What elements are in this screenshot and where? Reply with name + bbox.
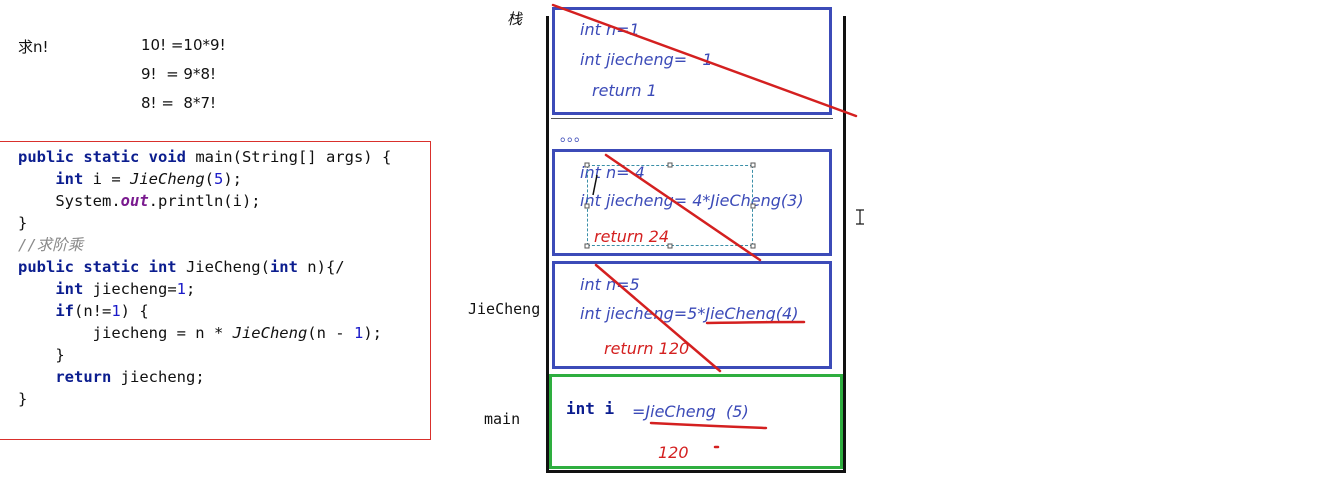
frame-return: return 24: [594, 227, 669, 246]
underline-stroke: [649, 421, 768, 430]
notes-title: 求n!: [18, 38, 49, 56]
code-text: main(String[] args) {: [185, 148, 392, 166]
code-text: System.: [55, 192, 121, 210]
code-line: public static int JieCheng(int n){/: [18, 256, 391, 278]
main-assign: =JieCheng (5): [632, 402, 749, 421]
code-text: ;: [186, 280, 196, 298]
code-line: int i = JieCheng(5);: [18, 168, 391, 190]
selection-handle: [750, 203, 756, 209]
stack-frame-main: [549, 374, 843, 469]
stack-wall-left: [546, 16, 549, 473]
code-line: int jiecheng=1;: [18, 278, 391, 300]
selection-handle: [584, 243, 590, 249]
selection-handle: [750, 243, 756, 249]
code-keyword: int: [55, 170, 84, 188]
code-text: jiecheng=: [83, 280, 177, 298]
frame-var: int jiecheng= 1: [580, 50, 713, 69]
code-method-call: JieCheng: [232, 324, 308, 342]
selection-handle: [667, 243, 673, 249]
code-comment: //求阶乘: [18, 236, 84, 254]
code-line: }: [18, 214, 28, 232]
stack-separator: [551, 118, 833, 119]
frame-return: return 1: [592, 81, 657, 100]
notes-line: 10! =10*9!: [141, 36, 226, 54]
stack-frame-n4: [552, 149, 832, 256]
underline-stroke: [705, 320, 806, 325]
code-text: );: [223, 170, 243, 188]
code-line: }: [18, 346, 65, 364]
frame-call: JieCheng(4): [705, 304, 799, 323]
code-text: ) {: [120, 302, 149, 320]
code-keyword: public static int: [18, 258, 177, 276]
code-box: [0, 141, 431, 440]
stack-wall-right: [843, 16, 846, 473]
code-text: .println(i);: [148, 192, 261, 210]
selection-handle: [584, 203, 590, 209]
code-number: 1: [111, 302, 121, 320]
code-text: n){/: [297, 258, 345, 276]
strike-line: [604, 153, 762, 262]
stack-frame-n1: [552, 7, 832, 115]
code-keyword: public static void: [18, 148, 186, 166]
code-line: }: [18, 390, 28, 408]
code-keyword: int: [269, 258, 298, 276]
code-text: jiecheng = n *: [92, 324, 233, 342]
code-number: 1: [176, 280, 186, 298]
code-text: );: [363, 324, 382, 342]
code-number: 1: [353, 324, 364, 342]
selection-handle: [584, 162, 590, 168]
code-line: jiecheng = n * JieCheng(n - 1);: [18, 322, 391, 344]
text-cursor-icon: [856, 209, 864, 225]
strike-line: [551, 3, 858, 118]
code-text: JieCheng(: [176, 258, 270, 276]
code-line: System.out.println(i);: [18, 190, 391, 212]
code-number: 5: [214, 170, 224, 188]
code-method-call: JieCheng: [130, 170, 205, 188]
selection-handle: [750, 162, 756, 168]
code-line: return jiecheng;: [18, 366, 391, 388]
code-text: i =: [83, 170, 130, 188]
frame-var-text: int jiecheng=5*: [580, 304, 706, 323]
ellipsis-dots: 。。。: [560, 129, 588, 145]
selection-handle: [667, 162, 673, 168]
code-keyword: if: [55, 302, 74, 320]
stack-title: 栈: [507, 10, 523, 28]
code-line: public static void main(String[] args) {: [18, 146, 391, 168]
notes-line: 8! = 8*7!: [141, 94, 217, 112]
label-jiecheng: JieCheng: [468, 300, 541, 318]
code-keyword: int: [55, 280, 84, 298]
stack-frame-n5: [552, 261, 832, 369]
label-main: main: [484, 410, 521, 428]
code-line: if(n!=1) {: [18, 300, 391, 322]
code-listing: public static void main(String[] args) {…: [18, 146, 391, 410]
notes-line: 9! = 9*8!: [141, 65, 217, 83]
code-text: (n -: [307, 324, 354, 342]
frame-return: return 120: [604, 339, 690, 358]
code-text: (: [204, 170, 214, 188]
frame-var: int jiecheng=5*JieCheng(4): [580, 304, 798, 323]
code-keyword: return: [55, 368, 112, 386]
strike-line: [594, 263, 722, 373]
stack-floor: [546, 470, 846, 473]
code-field: out: [120, 192, 149, 210]
code-text: jiecheng;: [111, 368, 205, 386]
main-decl: int i: [566, 399, 615, 418]
code-text: (n!=: [74, 302, 112, 320]
edit-caret: [592, 174, 598, 196]
main-result: 120: [658, 443, 689, 462]
